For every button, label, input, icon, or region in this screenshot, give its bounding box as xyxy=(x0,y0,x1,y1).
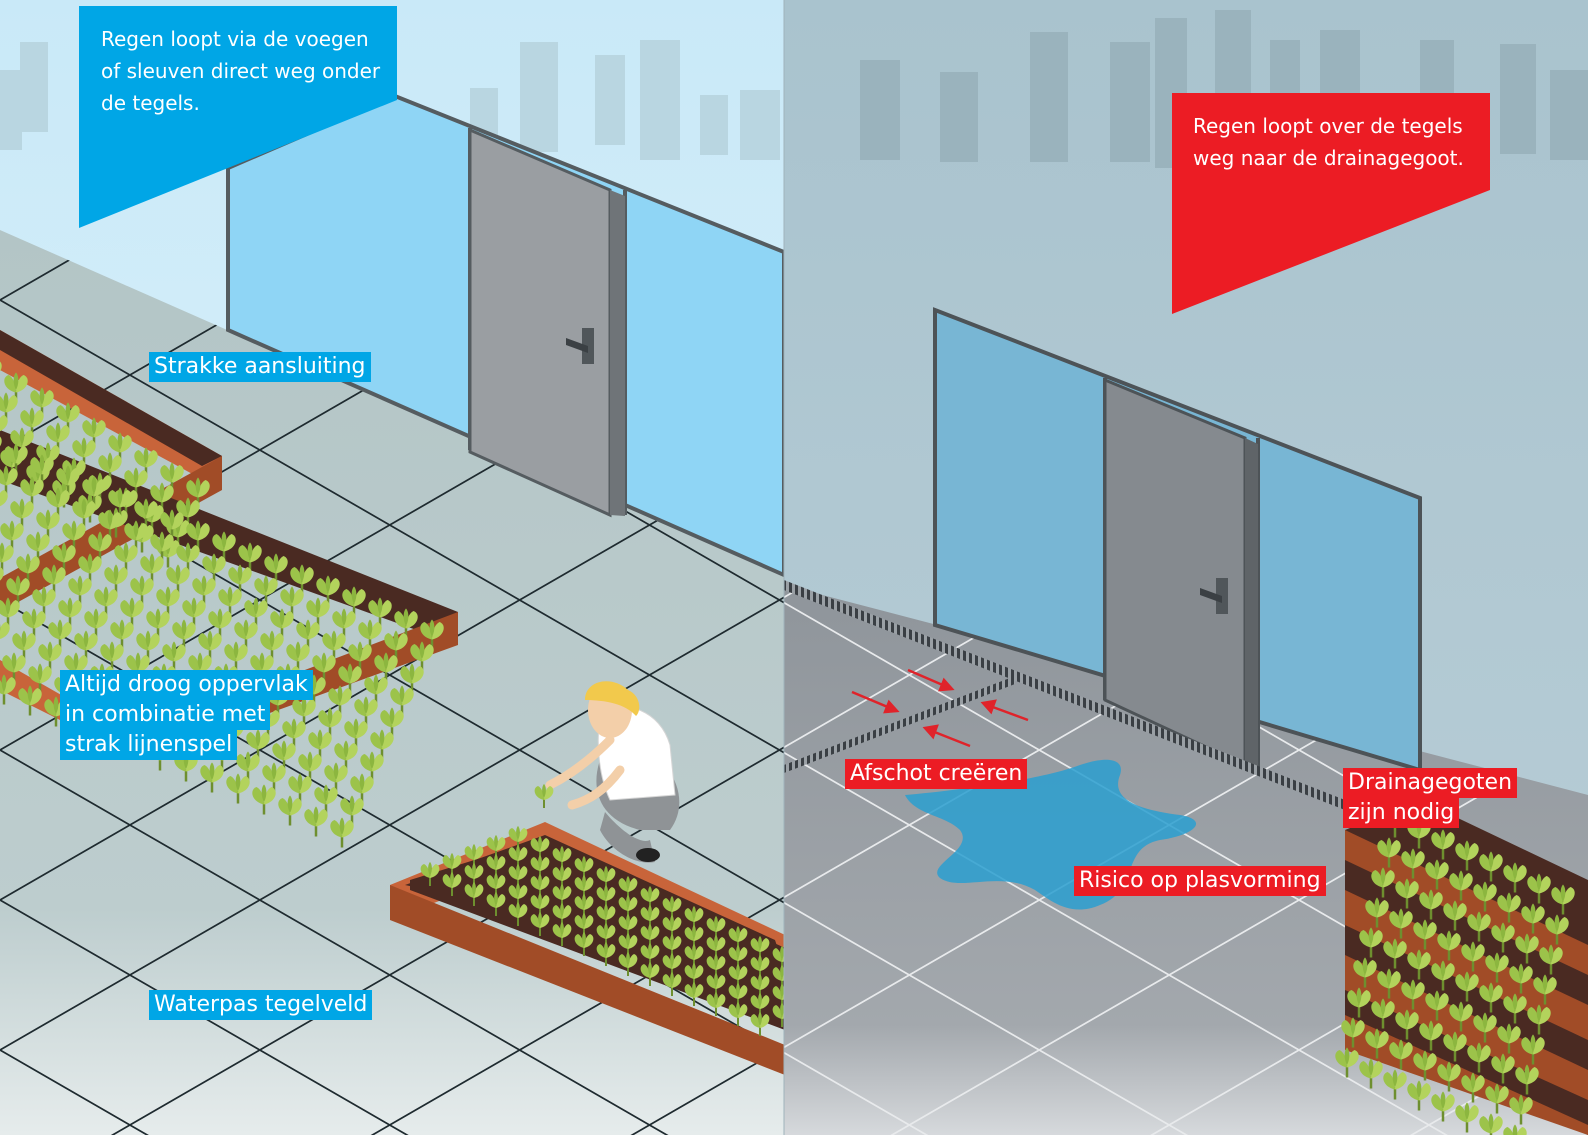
label-droog-line3: strak lijnenspel xyxy=(60,730,237,760)
label-droog-line2: in combinatie met xyxy=(60,700,270,730)
door-left xyxy=(470,130,610,515)
door-right xyxy=(1105,380,1245,765)
callout-right-text: Regen loopt over de tegels weg naar de d… xyxy=(1193,110,1478,174)
callout-left-text: Regen loopt via de voegen of sleuven dir… xyxy=(101,23,386,119)
label-droog-line1: Altijd droog oppervlak xyxy=(60,670,313,700)
label-drainage-line1: Drainagegoten xyxy=(1343,768,1517,798)
label-afschot: Afschot creëren xyxy=(845,759,1027,789)
label-plasvorming: Risico op plasvorming xyxy=(1074,866,1326,896)
label-drainage-line2: zijn nodig xyxy=(1343,798,1459,828)
label-waterpas: Waterpas tegelveld xyxy=(149,990,372,1020)
label-strakke-aansluiting: Strakke aansluiting xyxy=(149,352,371,382)
